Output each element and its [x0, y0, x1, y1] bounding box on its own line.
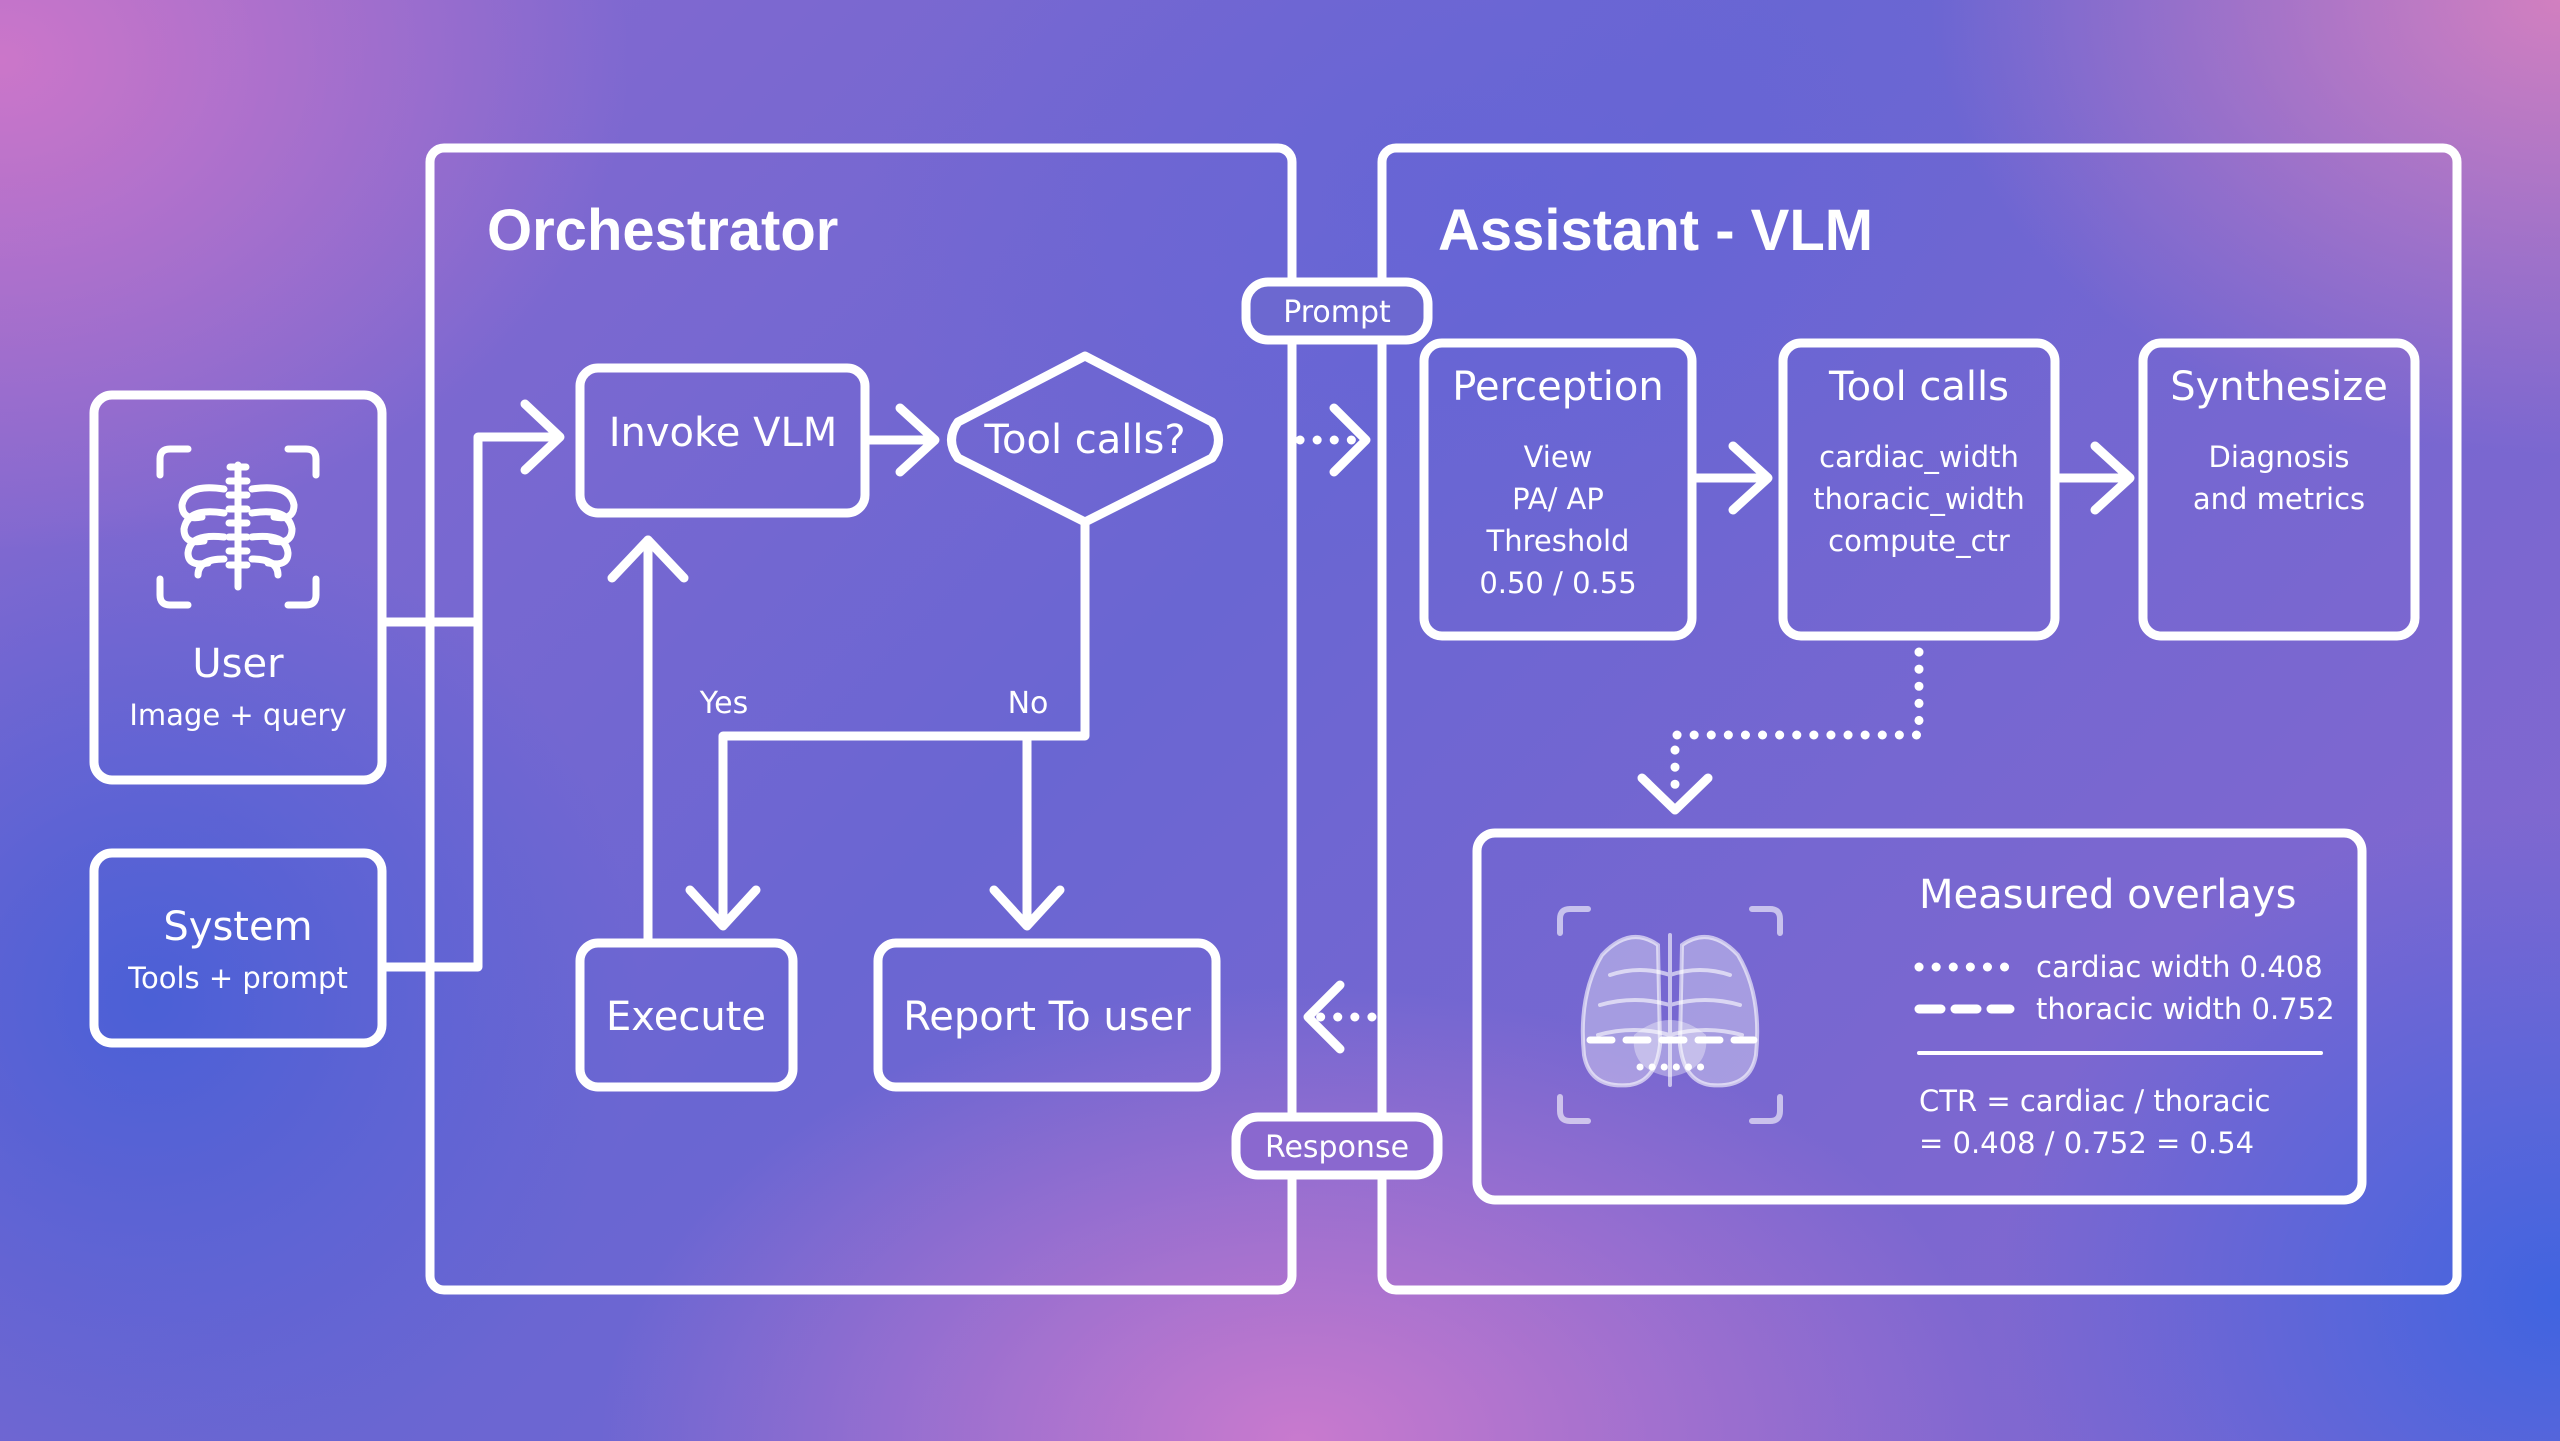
- synthesize-line: Diagnosis: [2209, 440, 2350, 474]
- invoke-vlm-label: Invoke VLM: [609, 410, 838, 456]
- system-title: System: [163, 904, 312, 950]
- response-label: Response: [1265, 1130, 1409, 1165]
- decision-branches: Yes No: [685, 517, 1090, 931]
- tool-calls-decision: Tool calls?: [947, 351, 1223, 527]
- system-subtitle: Tools + prompt: [127, 961, 348, 995]
- execute-label: Execute: [606, 994, 766, 1040]
- tool-call-line: compute_ctr: [1828, 524, 2010, 558]
- ctr-formula-line1: CTR = cardiac / thoracic: [1919, 1084, 2271, 1118]
- invoke-vlm-box: Invoke VLM: [575, 363, 870, 518]
- tool-call-line: cardiac_width: [1819, 440, 2019, 474]
- tools-to-synthesize-arrow: [2050, 441, 2135, 515]
- assistant-title: Assistant - VLM: [1438, 198, 1873, 263]
- measured-overlays-box: Measured overlays cardiac width 0.408 th…: [1472, 828, 2367, 1205]
- tool-calls-box: Tool calls cardiac_width thoracic_width …: [1778, 338, 2060, 641]
- perception-line: Threshold: [1486, 524, 1630, 558]
- execute-to-invoke-arrow: [607, 535, 689, 947]
- legend-thoracic-label: thoracic width 0.752: [2036, 992, 2335, 1026]
- chest-xray-overlay-icon: [1557, 906, 1783, 1124]
- orchestrator-title: Orchestrator: [487, 198, 838, 263]
- decision-label: Tool calls?: [983, 417, 1185, 463]
- response-connector: Response: [1231, 980, 1443, 1180]
- system-box: System Tools + prompt: [89, 848, 387, 1048]
- perception-line: View: [1524, 440, 1593, 474]
- overlays-title: Measured overlays: [1919, 872, 2296, 918]
- ctr-formula-line2: = 0.408 / 0.752 = 0.54: [1919, 1126, 2254, 1160]
- synthesize-box: Synthesize Diagnosis and metrics: [2138, 338, 2420, 641]
- prompt-label: Prompt: [1283, 295, 1391, 330]
- user-box: User Image + query: [89, 390, 387, 785]
- legend-cardiac-label: cardiac width 0.408: [2036, 950, 2323, 984]
- assistant-panel: Assistant - VLM: [1377, 143, 2462, 1295]
- orchestrator-panel: Orchestrator: [425, 143, 1297, 1295]
- input-connector: [377, 399, 565, 972]
- yes-label: Yes: [699, 686, 748, 721]
- synthesize-line: and metrics: [2193, 482, 2365, 516]
- user-subtitle: Image + query: [129, 698, 346, 732]
- invoke-to-decision-arrow: [860, 403, 940, 477]
- perception-title: Perception: [1452, 364, 1663, 410]
- perception-to-tools-arrow: [1687, 441, 1773, 515]
- report-label: Report To user: [903, 994, 1191, 1040]
- synthesize-title: Synthesize: [2170, 364, 2388, 410]
- perception-box: Perception View PA/ AP Threshold 0.50 / …: [1419, 338, 1697, 641]
- perception-line: PA/ AP: [1512, 482, 1604, 516]
- execute-box: Execute: [575, 938, 798, 1092]
- prompt-connector: Prompt: [1241, 277, 1433, 477]
- tool-calls-title: Tool calls: [1828, 364, 2009, 410]
- no-label: No: [1008, 686, 1049, 721]
- report-box: Report To user: [873, 938, 1221, 1092]
- perception-line: 0.50 / 0.55: [1479, 566, 1636, 600]
- tool-call-line: thoracic_width: [1813, 482, 2025, 516]
- user-title: User: [192, 641, 284, 687]
- tools-to-overlays-arrow: [1637, 647, 1924, 815]
- chest-xray-icon: [156, 445, 320, 609]
